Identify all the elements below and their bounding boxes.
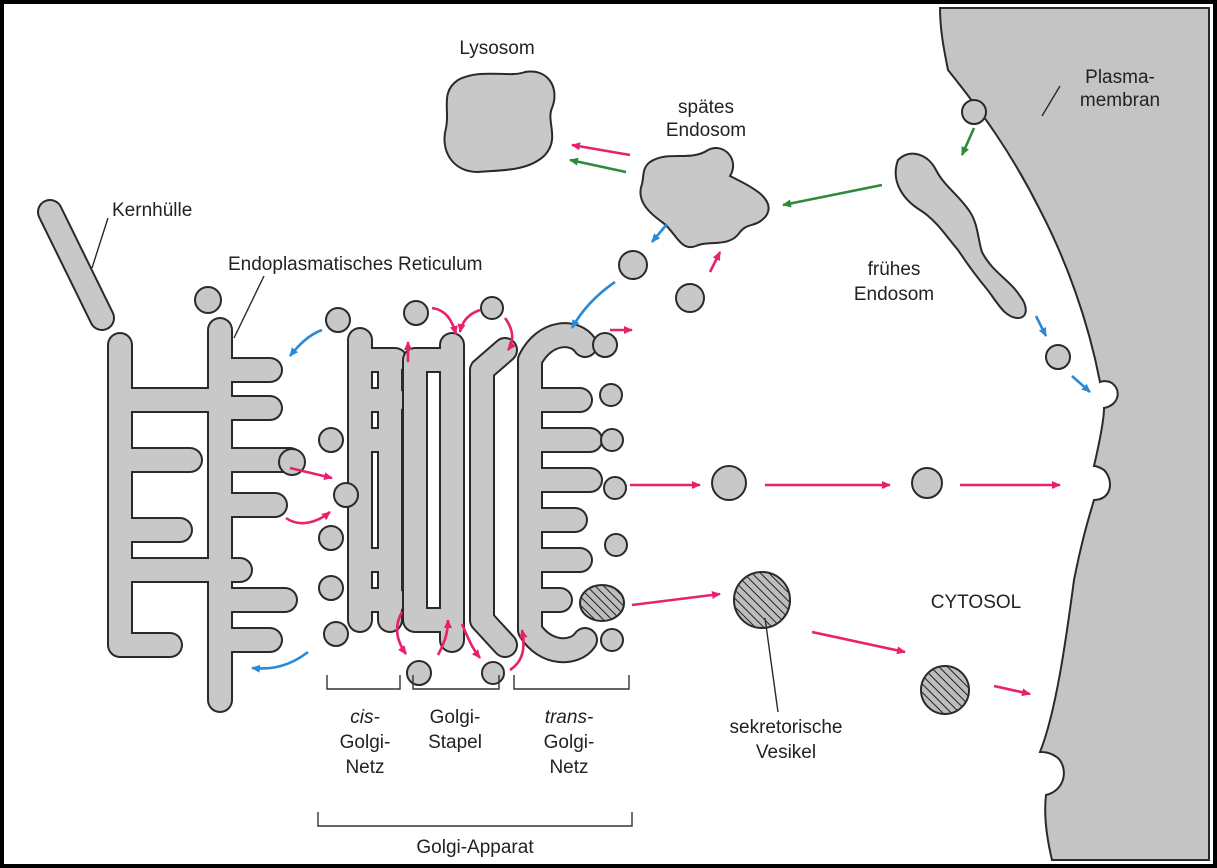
golgi-stack-label-line2: Stapel (428, 732, 482, 753)
golgi-stack (415, 345, 505, 645)
late-endosome-label-line1: spätes (678, 97, 734, 118)
early-endosome-label-line2: Endosom (854, 284, 934, 305)
nuclear-envelope (50, 212, 102, 318)
cis-golgi-label-line2: Golgi- (340, 732, 391, 753)
cis-golgi-label-line1: cis- (350, 707, 380, 728)
secretory-vesicles-label-line1: sekretorische (730, 717, 843, 738)
secretory-vesicles-label-line2: Vesikel (756, 742, 816, 763)
trans-golgi-label-line1: trans- (545, 707, 594, 728)
lysosome (444, 71, 554, 172)
trans-golgi-label-line3: Netz (549, 757, 588, 778)
early-endosome-label-line1: frühes (868, 259, 921, 280)
cis-golgi-network (360, 340, 395, 620)
extracellular-space (940, 8, 1209, 860)
nuclear-envelope-label: Kernhülle (112, 200, 192, 221)
trans-golgi-label-line2: Golgi- (544, 732, 595, 753)
lysosome-label: Lysosom (459, 38, 534, 59)
endoplasmic-reticulum (120, 330, 290, 700)
golgi-stack-label-line1: Golgi- (430, 707, 481, 728)
cis-golgi-label-line3: Netz (345, 757, 384, 778)
late-endosome-label-line2: Endosom (666, 120, 746, 141)
cytosol-label: CYTOSOL (931, 592, 1021, 613)
er-label: Endoplasmatisches Reticulum (228, 254, 483, 275)
plasma-membrane-label-line2: membran (1080, 90, 1160, 111)
plasma-membrane-label-line1: Plasma- (1085, 67, 1155, 88)
golgi-apparatus-label: Golgi-Apparat (416, 837, 534, 858)
